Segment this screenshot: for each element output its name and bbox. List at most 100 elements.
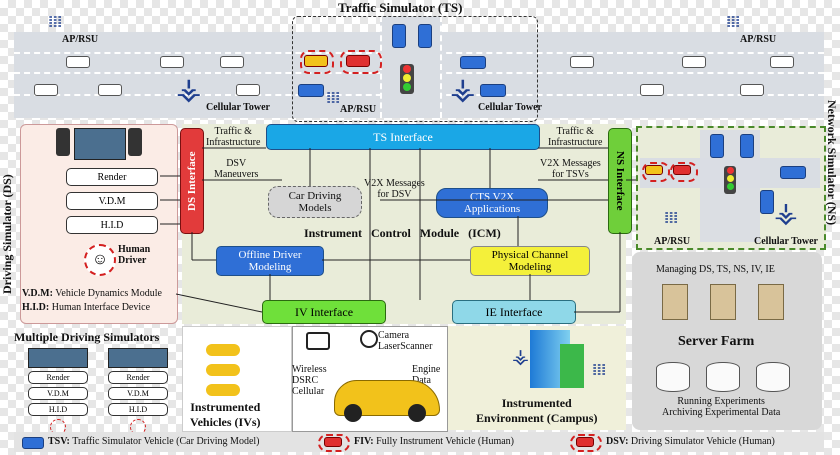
database-icon xyxy=(756,362,790,392)
ap-rsu-label: AP/RSU xyxy=(62,34,99,45)
database-icon xyxy=(706,362,740,392)
fiv-highlight-ring xyxy=(642,162,670,182)
server-farm-running: Running Experiments Archiving Experiment… xyxy=(662,396,781,418)
server-icon xyxy=(710,284,736,320)
instrumented-vehicles-panel xyxy=(182,326,292,432)
ds-unit-2: Render V.D.M H.I.D xyxy=(108,348,168,435)
iv-car-icon xyxy=(206,364,240,376)
fiv-highlight-ring xyxy=(300,50,334,74)
legend-tsv-key: TSV: xyxy=(48,436,70,447)
physical-channel-box: Physical Channel Modeling xyxy=(470,246,590,276)
server-icon xyxy=(662,284,688,320)
iv-car-icon xyxy=(206,384,240,396)
driving-sim-side-label: Driving Simulator (DS) xyxy=(0,174,14,294)
legend-fiv-key: FIV: xyxy=(354,436,374,447)
server-farm-title: Server Farm xyxy=(678,334,755,349)
ap-rsu-icon: 𝍖 xyxy=(592,362,607,379)
wheel-icon xyxy=(344,404,362,422)
render-box: Render xyxy=(66,168,158,186)
ap-rsu-icon: 𝍖 xyxy=(726,14,741,31)
car-icon xyxy=(570,56,594,68)
tsv-car-icon xyxy=(480,84,506,97)
icm-panel xyxy=(182,124,626,324)
car-icon xyxy=(160,56,184,68)
car-icon xyxy=(640,84,664,96)
ie-interface: IE Interface xyxy=(452,300,576,324)
ap-rsu-label: AP/RSU xyxy=(340,104,377,115)
tsv-car-icon xyxy=(780,166,806,179)
car-icon xyxy=(682,56,706,68)
icm-title: Instrument Control Module (ICM) xyxy=(304,226,501,240)
ns-interface: NS Interface xyxy=(608,128,632,234)
instrumented-vehicles-title: Instrumented Vehicles (IVs) xyxy=(190,400,261,429)
hid-box: H.I.D xyxy=(28,403,88,416)
simulator-screen-icon xyxy=(74,128,126,160)
ap-rsu-label: AP/RSU xyxy=(740,34,777,45)
human-driver-label: Human Driver xyxy=(118,244,151,266)
traffic-sim-title: Traffic Simulator (TS) xyxy=(338,0,463,15)
router-icon xyxy=(306,332,330,350)
tsv-car-icon xyxy=(760,190,774,214)
tsv-car-icon xyxy=(740,134,754,158)
simulator-screen-icon xyxy=(108,348,168,368)
ap-rsu-icon: 𝍖 xyxy=(326,90,341,107)
server-farm-panel xyxy=(632,252,822,430)
camera-laser-label: Camera LaserScanner xyxy=(378,330,433,352)
simulator-screen-icon xyxy=(28,348,88,368)
legend-dsv-key: DSV: xyxy=(606,436,629,447)
speaker-icon xyxy=(128,128,142,156)
tsv-legend-icon xyxy=(22,437,44,449)
car-icon xyxy=(34,84,58,96)
car-icon xyxy=(236,84,260,96)
instrumented-environment-title: Instrumented Environment (Campus) xyxy=(476,396,598,425)
ds-interface: DS Interface xyxy=(180,128,204,234)
hid-definition: H.I.D: Human Interface Device xyxy=(22,302,150,313)
traffic-light-icon xyxy=(724,166,736,194)
legend-tsv: TSV: Traffic Simulator Vehicle (Car Driv… xyxy=(48,436,260,447)
traffic-infra-right-label: Traffic & Infrastructure xyxy=(548,126,603,148)
traffic-infra-left-label: Traffic & Infrastructure xyxy=(206,126,261,148)
multiple-ds-title: Multiple Driving Simulators xyxy=(14,330,160,344)
server-icon xyxy=(758,284,784,320)
fiv-car-icon xyxy=(304,55,328,67)
ap-rsu-label: AP/RSU xyxy=(654,236,691,247)
car-icon xyxy=(770,56,794,68)
hid-box: H.I.D xyxy=(66,216,158,234)
database-icon xyxy=(656,362,690,392)
ds-unit-1: Render V.D.M H.I.D xyxy=(28,348,88,435)
fiv-legend-icon xyxy=(324,437,342,447)
tsv-car-icon xyxy=(392,24,406,48)
wheel-icon xyxy=(408,404,426,422)
hid-box: H.I.D xyxy=(108,403,168,416)
cellular-tower-label: Cellular Tower xyxy=(206,102,270,113)
traffic-sim-intersection-box xyxy=(292,16,538,122)
car-icon xyxy=(740,84,764,96)
legend-bar xyxy=(14,432,824,452)
tsv-car-icon xyxy=(418,24,432,48)
render-box: Render xyxy=(28,371,88,384)
hid-def-text: Human Interface Device xyxy=(51,302,151,313)
car-icon xyxy=(98,84,122,96)
dsv-car-icon xyxy=(346,55,370,67)
dsv-highlight-ring xyxy=(340,50,382,74)
legend-fiv: FIV: Fully Instrument Vehicle (Human) xyxy=(354,436,514,447)
vdm-box: V.D.M xyxy=(108,387,168,400)
campus-building-icon xyxy=(560,344,584,388)
speaker-icon xyxy=(56,128,70,156)
render-box: Render xyxy=(108,371,168,384)
ap-rsu-icon: ⚶ xyxy=(512,346,529,368)
dsv-car-icon xyxy=(673,165,691,175)
tsv-car-icon xyxy=(298,84,324,97)
cellular-tower-label: Cellular Tower xyxy=(754,236,818,247)
vdm-definition: V.D.M: Vehicle Dynamics Module xyxy=(22,288,162,299)
vdm-box: V.D.M xyxy=(28,387,88,400)
vdm-box: V.D.M xyxy=(66,192,158,210)
legend-dsv: DSV: Driving Simulator Vehicle (Human) xyxy=(606,436,775,447)
fiv-car-icon xyxy=(645,165,663,175)
dsv-maneuvers-label: DSV Maneuvers xyxy=(214,158,259,180)
human-driver-icon: ☺ xyxy=(84,244,116,276)
cellular-tower-icon: ⚶ xyxy=(176,73,202,106)
cellular-tower-label: Cellular Tower xyxy=(478,102,542,113)
fiv-legend-ring xyxy=(318,434,350,452)
legend-fiv-text: Fully Instrument Vehicle (Human) xyxy=(376,436,514,447)
